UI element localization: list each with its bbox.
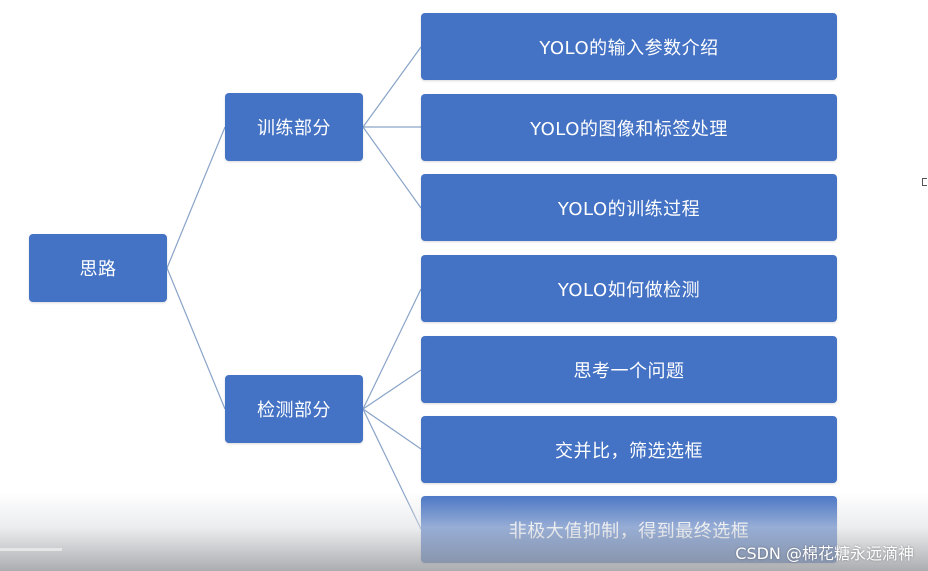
leaf-node-label: YOLO的输入参数介绍	[539, 37, 719, 59]
leaf-node-training-process: YOLO的训练过程	[421, 174, 837, 241]
leaf-node-label: YOLO的训练过程	[557, 198, 701, 220]
branch-node-label: 检测部分	[257, 400, 331, 421]
connector-detection-leaf-3	[362, 408, 422, 450]
connector-root-training	[166, 126, 226, 269]
leaf-node-image-label-processing: YOLO的图像和标签处理	[421, 94, 837, 161]
leaf-node-label: YOLO的图像和标签处理	[530, 118, 728, 140]
connector-training-leaf-1	[362, 46, 422, 128]
root-node: 思路	[29, 234, 167, 302]
connector-detection-leaf-1	[362, 288, 422, 410]
leaf-node-how-detect: YOLO如何做检测	[421, 255, 837, 322]
connector-training-leaf-3	[362, 126, 422, 209]
leaf-node-label: 思考一个问题	[573, 360, 685, 382]
connector-detection-leaf-2	[362, 369, 422, 410]
leaf-node-label: YOLO如何做检测	[557, 279, 701, 301]
leaf-node-input-params: YOLO的输入参数介绍	[421, 13, 837, 80]
edge-bracket-mark	[922, 178, 927, 186]
video-progress-bar[interactable]	[0, 548, 62, 551]
leaf-node-label: 非极大值抑制，得到最终选框	[508, 520, 750, 542]
branch-node-detection: 检测部分	[225, 375, 363, 443]
root-node-label: 思路	[79, 259, 117, 280]
leaf-node-think-question: 思考一个问题	[421, 336, 837, 403]
leaf-node-iou-filter: 交并比，筛选选框	[421, 416, 837, 483]
leaf-node-label: 交并比，筛选选框	[555, 440, 703, 462]
connector-root-detection	[166, 267, 226, 410]
branch-node-label: 训练部分	[257, 118, 331, 139]
watermark-text: CSDN @棉花糖永远滴神	[735, 544, 914, 563]
connector-detection-leaf-4	[362, 408, 422, 530]
branch-node-training: 训练部分	[225, 93, 363, 161]
